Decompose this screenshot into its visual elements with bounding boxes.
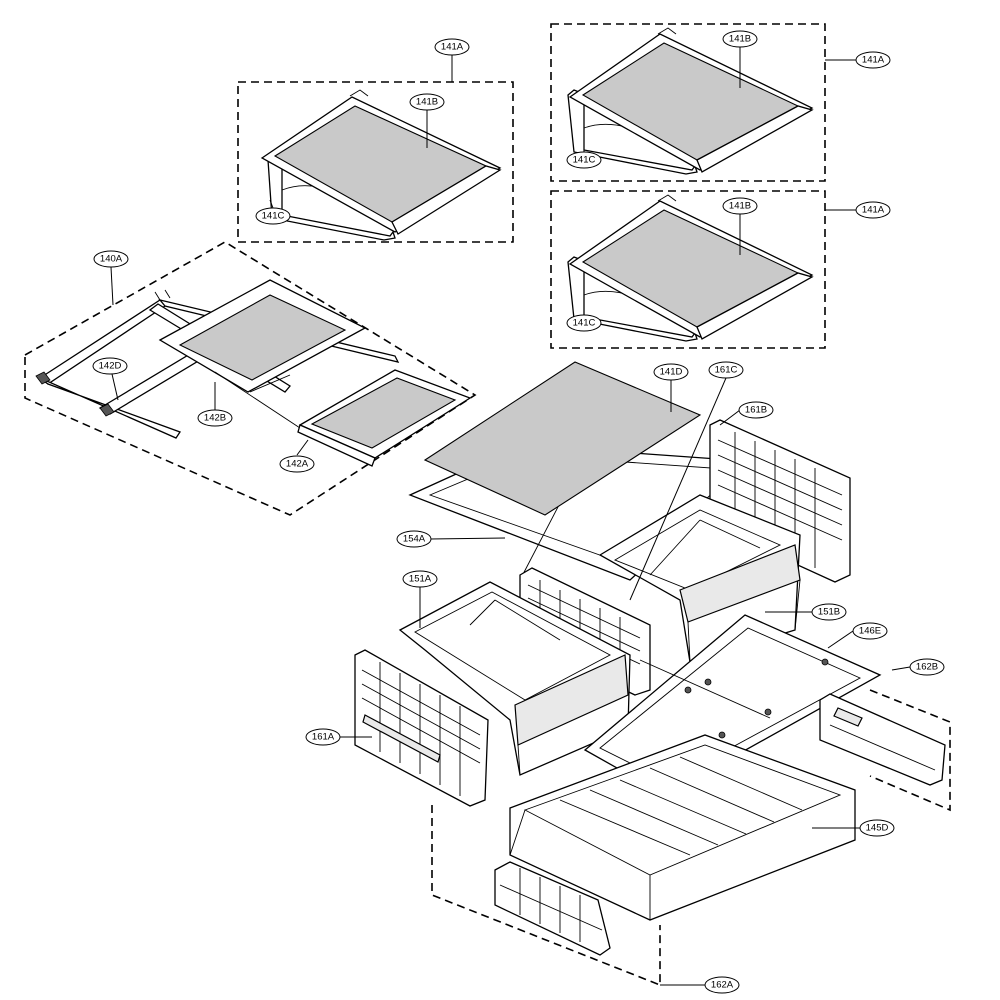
svg-text:141C: 141C <box>262 211 285 222</box>
svg-text:151A: 151A <box>409 574 432 585</box>
group-box-162B <box>869 689 951 812</box>
svg-text:162B: 162B <box>916 662 938 673</box>
label-154A: 154A <box>396 530 432 548</box>
label-141C-1: 141C <box>255 207 291 225</box>
label-161C: 161C <box>708 361 744 379</box>
svg-text:141A: 141A <box>862 55 885 66</box>
group-box-141A-upper <box>550 23 826 182</box>
divider-161A <box>354 649 489 807</box>
label-162A: 162A <box>704 976 740 994</box>
label-141B-1: 141B <box>409 93 445 111</box>
group-box-140A <box>24 241 477 516</box>
svg-text:142D: 142D <box>99 361 122 372</box>
label-141A-3: 141A <box>855 201 891 219</box>
svg-text:161B: 161B <box>745 405 767 416</box>
label-142B: 142B <box>197 409 233 427</box>
leader-lines <box>110 47 911 986</box>
vegetable-pan-145D <box>509 734 856 921</box>
label-141A-2: 141A <box>855 51 891 69</box>
svg-text:141D: 141D <box>660 367 683 378</box>
svg-text:141C: 141C <box>573 155 596 166</box>
label-141B-2: 141B <box>722 30 758 48</box>
svg-text:142A: 142A <box>286 459 309 470</box>
label-141A-1: 141A <box>434 38 470 56</box>
label-162B: 162B <box>909 658 945 676</box>
label-146E: 146E <box>852 622 888 640</box>
svg-text:145D: 145D <box>866 823 889 834</box>
svg-text:161C: 161C <box>715 365 738 376</box>
glass-panel-141B-lower <box>581 209 800 328</box>
label-151B: 151B <box>811 603 847 621</box>
svg-text:141A: 141A <box>441 42 464 53</box>
svg-text:146E: 146E <box>859 626 881 637</box>
svg-text:154A: 154A <box>403 534 426 545</box>
svg-text:141B: 141B <box>416 97 438 108</box>
shelf-assembly-141A-right-lower <box>550 190 826 349</box>
group-box-162A <box>431 805 661 987</box>
label-161A: 161A <box>305 728 341 746</box>
label-161B: 161B <box>738 401 774 419</box>
part-labels: 141A 141B 141C 141A 141B 141C 141A 141B … <box>92 30 945 994</box>
divider-162A-group <box>431 805 661 987</box>
svg-text:162A: 162A <box>711 980 734 991</box>
group-box-141A-lower <box>550 190 826 349</box>
svg-text:141B: 141B <box>729 34 751 45</box>
label-142D: 142D <box>92 357 128 375</box>
glass-panel-142B <box>178 294 347 381</box>
svg-text:141A: 141A <box>862 205 885 216</box>
svg-text:151B: 151B <box>818 607 840 618</box>
label-141C-3: 141C <box>566 314 602 332</box>
shelf-assembly-141A-right-upper <box>550 23 826 182</box>
label-141B-3: 141B <box>722 197 758 215</box>
svg-text:141B: 141B <box>729 201 751 212</box>
svg-text:142B: 142B <box>204 413 226 424</box>
group-box-141A-left <box>237 81 514 243</box>
crisper-drawer-151A <box>398 581 631 776</box>
glass-panel-141B-upper <box>581 42 800 161</box>
divider-161B <box>709 419 851 583</box>
svg-text:141C: 141C <box>573 318 596 329</box>
glass-panel-141B-left <box>273 105 488 223</box>
sliding-shelf-assembly-140A <box>24 241 477 516</box>
label-142A: 142A <box>279 455 315 473</box>
glass-cover-141D <box>423 361 702 516</box>
shelf-assembly-141A-left <box>237 81 514 243</box>
label-151A: 151A <box>402 570 438 588</box>
label-141D: 141D <box>653 363 689 381</box>
label-141C-2: 141C <box>566 151 602 169</box>
svg-text:161A: 161A <box>312 732 335 743</box>
svg-text:140A: 140A <box>100 254 123 265</box>
rail-bracket-162B-group <box>819 689 951 812</box>
label-140A: 140A <box>93 250 129 268</box>
label-145D: 145D <box>859 819 895 837</box>
